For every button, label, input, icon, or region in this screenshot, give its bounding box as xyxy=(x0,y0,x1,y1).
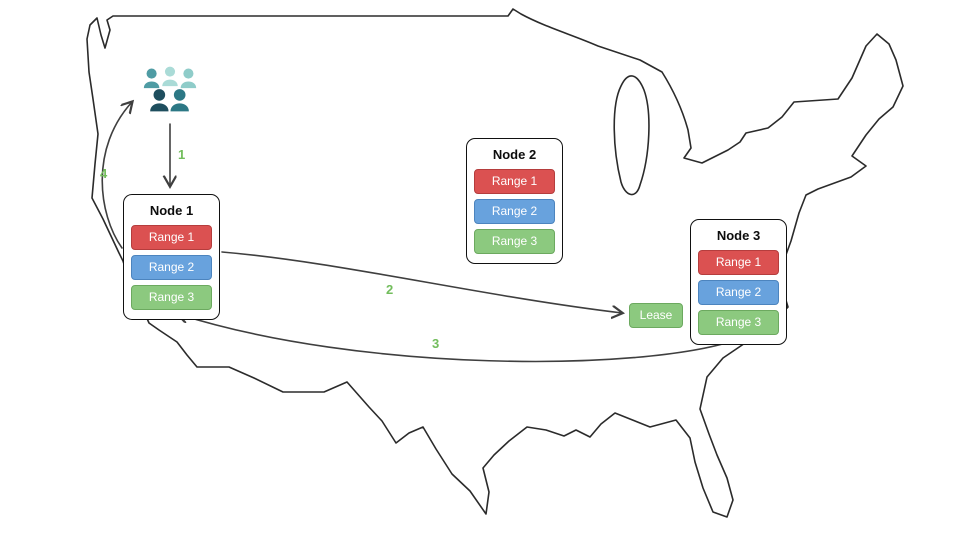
arrow-3 xyxy=(178,314,737,363)
arrow-label-1: 1 xyxy=(178,147,186,162)
node-card-2: Node 2 Range 1 Range 2 Range 3 xyxy=(466,138,563,264)
node-card-1: Node 1 Range 1 Range 2 Range 3 xyxy=(123,194,220,320)
range-badge: Range 1 xyxy=(131,225,212,250)
range-badge: Range 2 xyxy=(131,255,212,280)
us-map-outline xyxy=(86,8,904,518)
lake-michigan-outline xyxy=(613,75,650,196)
range-badge: Range 1 xyxy=(474,169,555,194)
range-badge: Range 2 xyxy=(474,199,555,224)
range-badge: Range 3 xyxy=(698,310,779,335)
range-badge: Range 2 xyxy=(698,280,779,305)
users-group-icon xyxy=(143,66,197,112)
node-title: Node 2 xyxy=(492,147,537,162)
arrow-label-3: 3 xyxy=(432,336,440,351)
users-back-row xyxy=(143,66,197,89)
arrow-label-4: 4 xyxy=(100,166,108,181)
lease-badge: Lease xyxy=(629,303,683,328)
range-badge: Range 3 xyxy=(131,285,212,310)
node-title: Node 1 xyxy=(149,203,194,218)
arrow-4 xyxy=(101,102,132,249)
arrow-label-2: 2 xyxy=(386,282,394,297)
range-badge: Range 1 xyxy=(698,250,779,275)
range-badge: Range 3 xyxy=(474,229,555,254)
node-card-3: Node 3 Range 1 Range 2 Range 3 xyxy=(690,219,787,345)
users-front-row xyxy=(150,89,189,112)
arrow-2 xyxy=(221,251,622,313)
node-title: Node 3 xyxy=(716,228,761,243)
